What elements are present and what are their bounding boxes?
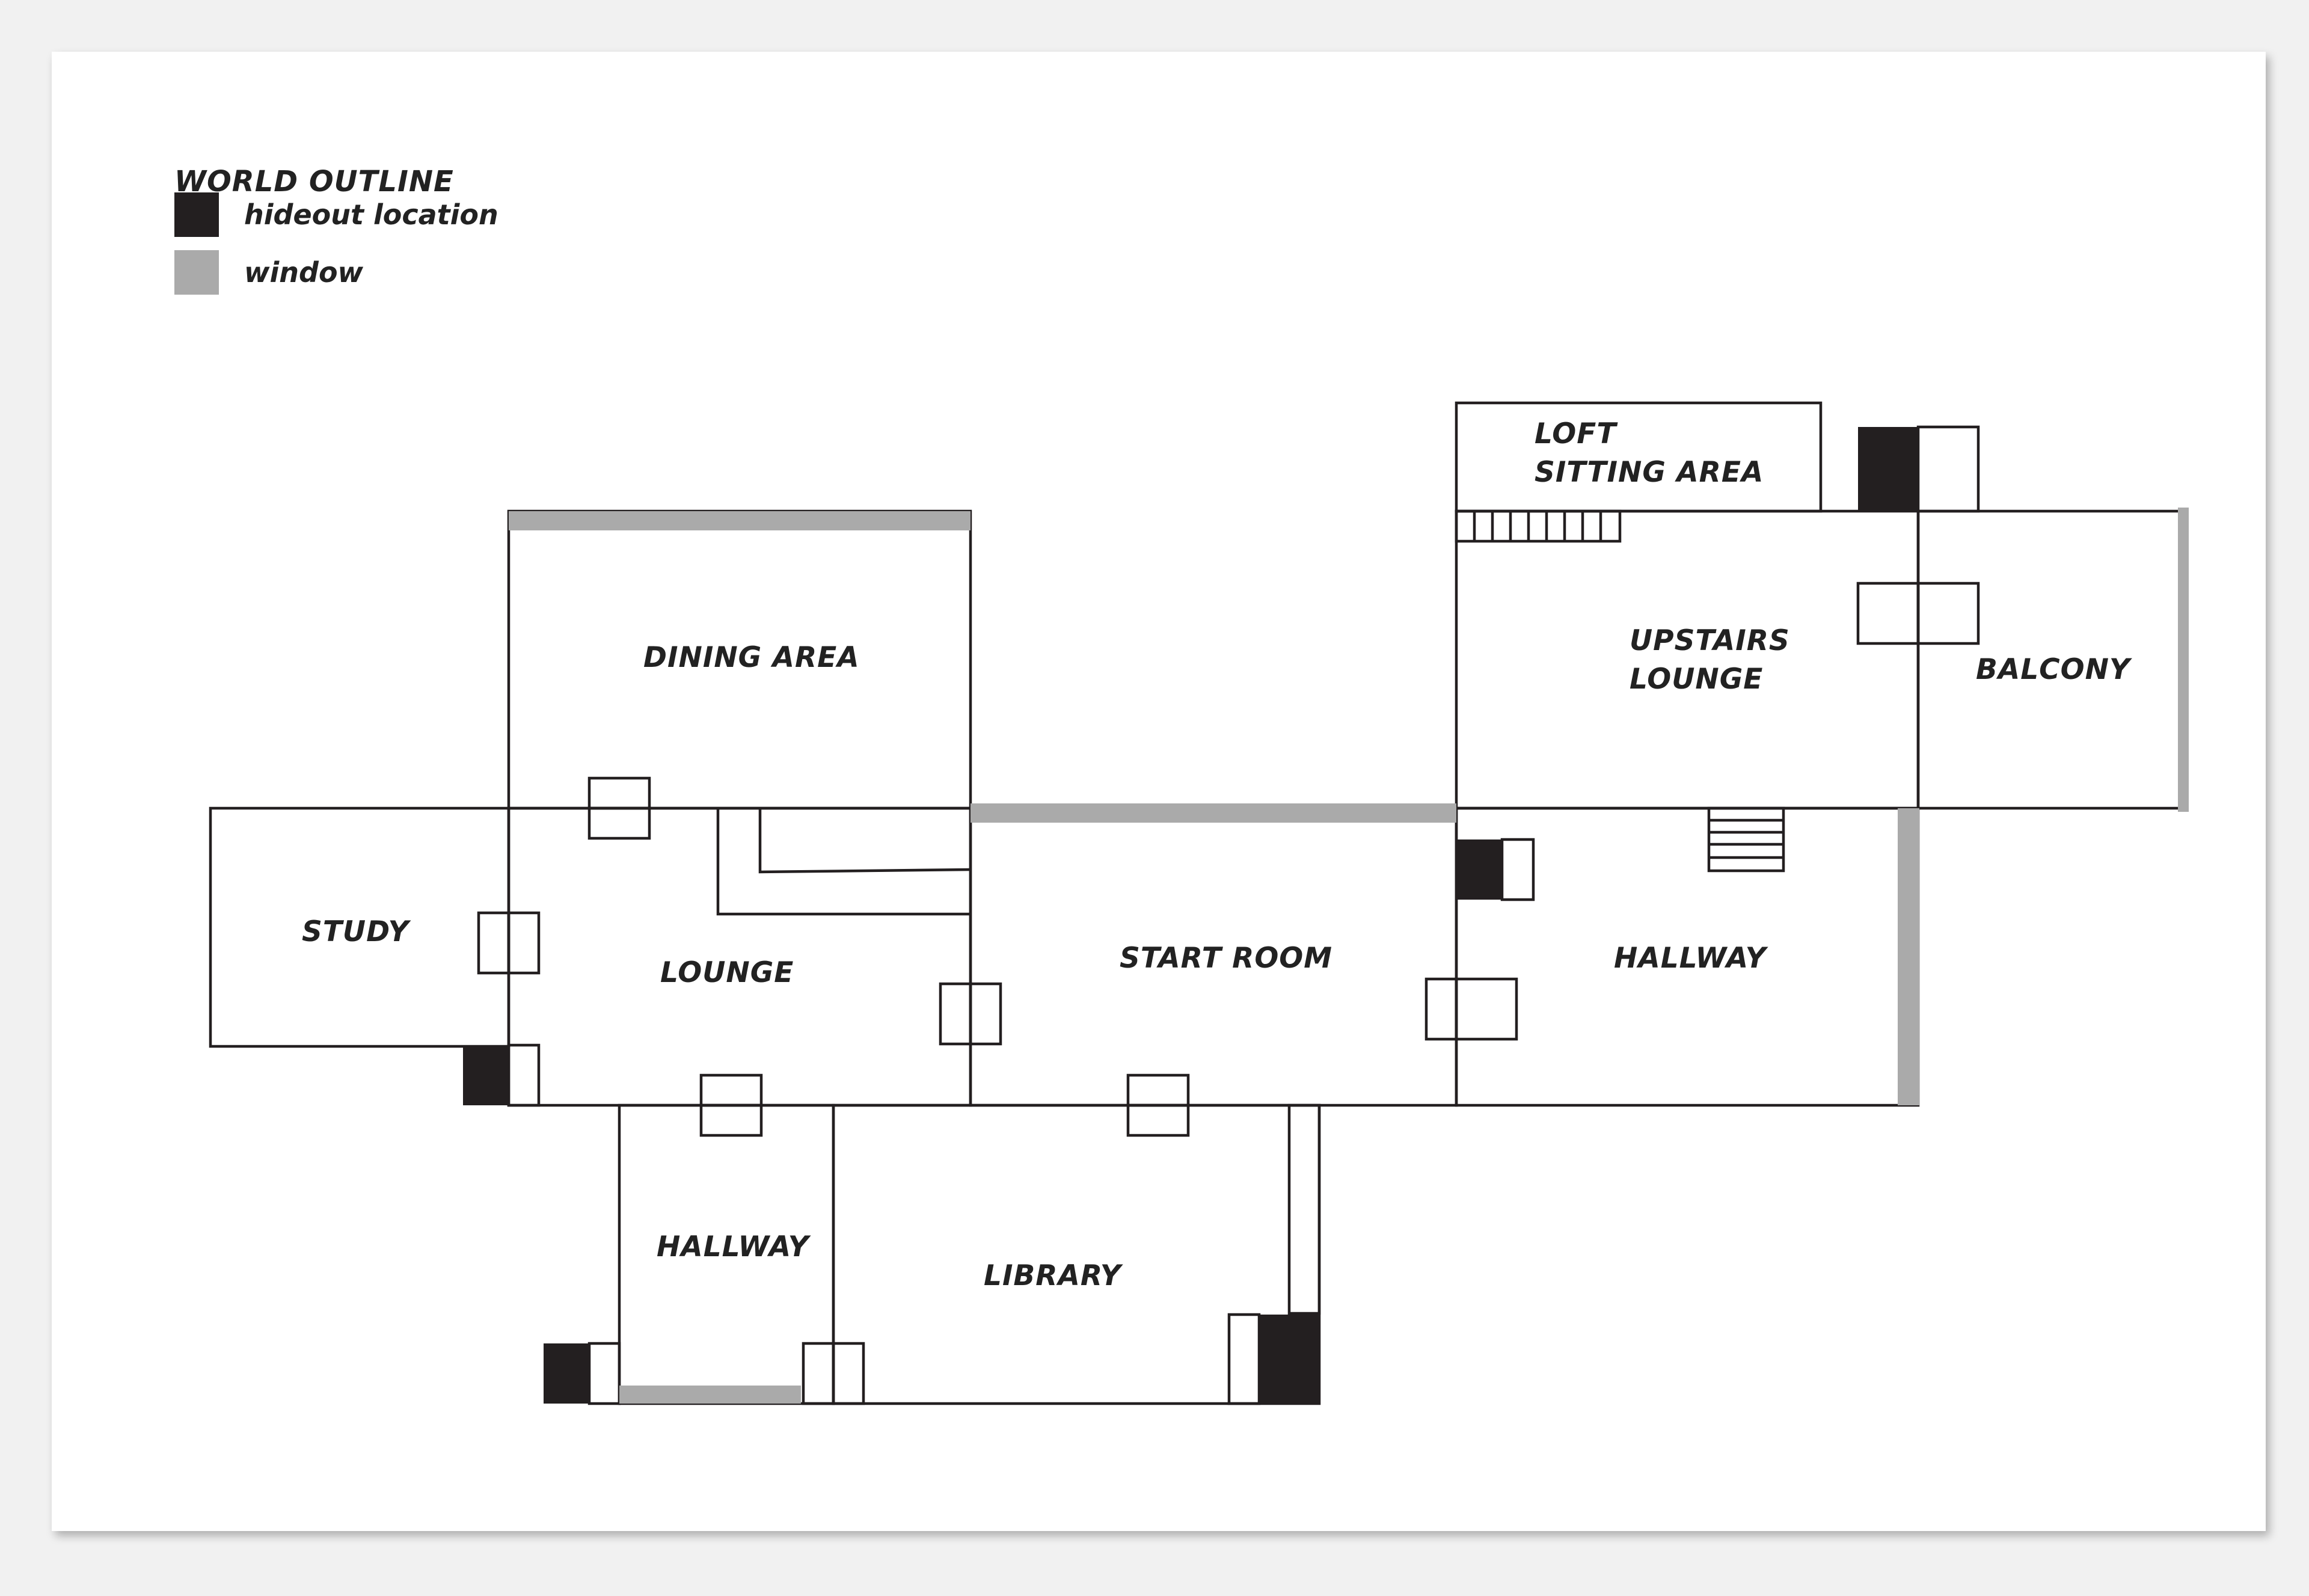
room-library [832,1103,1321,1405]
door-lounge-start[interactable] [939,982,972,1046]
stairs-loft[interactable] [1455,509,1622,543]
hideout-library[interactable] [1259,1315,1319,1404]
label-dining-area: DINING AREA [643,641,860,674]
stairs-hallway[interactable] [1707,806,1785,873]
label-hallway-south: HALLWAY [657,1230,809,1263]
legend-label-window: window [244,256,364,289]
door-lounge-hallway-south[interactable] [699,1073,763,1107]
label-study: STUDY [302,915,409,948]
hideout-swatch [174,192,219,237]
label-hallway-east: HALLWAY [1614,942,1767,975]
legend-item-hideout: hideout location [174,192,498,237]
door-upstairs-balcony[interactable] [1856,582,1920,645]
window-start-north [971,803,1456,823]
legend-label-hideout: hideout location [244,198,498,231]
window-swatch [174,250,219,295]
lounge-stair-outline [716,808,971,916]
label-loft-sitting-area: LOFT SITTING AREA [1535,417,1764,489]
hideout-study-lounge[interactable] [463,1045,509,1105]
map-card: WORLD OUTLINE hideout location window DI… [52,52,2266,1531]
room-loft-sitting-area [1455,401,1823,513]
label-balcony: BALCONY [1976,653,2130,686]
lounge-stair-inner [758,808,971,874]
window-hallway-east [1898,808,1919,1105]
hideout-hallway-east[interactable] [1456,839,1502,900]
legend-title: WORLD OUTLINE [174,165,454,198]
door-start-hallway[interactable] [1424,977,1458,1041]
hideout-hallway-south[interactable] [544,1343,589,1404]
label-lounge: LOUNGE [660,956,794,989]
label-start-room: START ROOM [1120,942,1333,975]
window-dining-north [509,511,971,530]
window-balcony-east [2178,508,2189,812]
door-dining-lounge[interactable] [587,776,651,810]
door-study-lounge[interactable] [477,911,511,975]
legend-item-window: window [174,250,363,295]
door-hallway-library[interactable] [802,1342,835,1405]
label-library: LIBRARY [984,1259,1121,1292]
label-upstairs-lounge: UPSTAIRS LOUNGE [1630,624,1790,696]
library-column [1287,1103,1321,1315]
window-hallway-south [619,1386,801,1404]
floor-plan [209,401,2189,1405]
door-start-library[interactable] [1126,1073,1190,1107]
hideout-loft[interactable] [1858,427,1918,511]
